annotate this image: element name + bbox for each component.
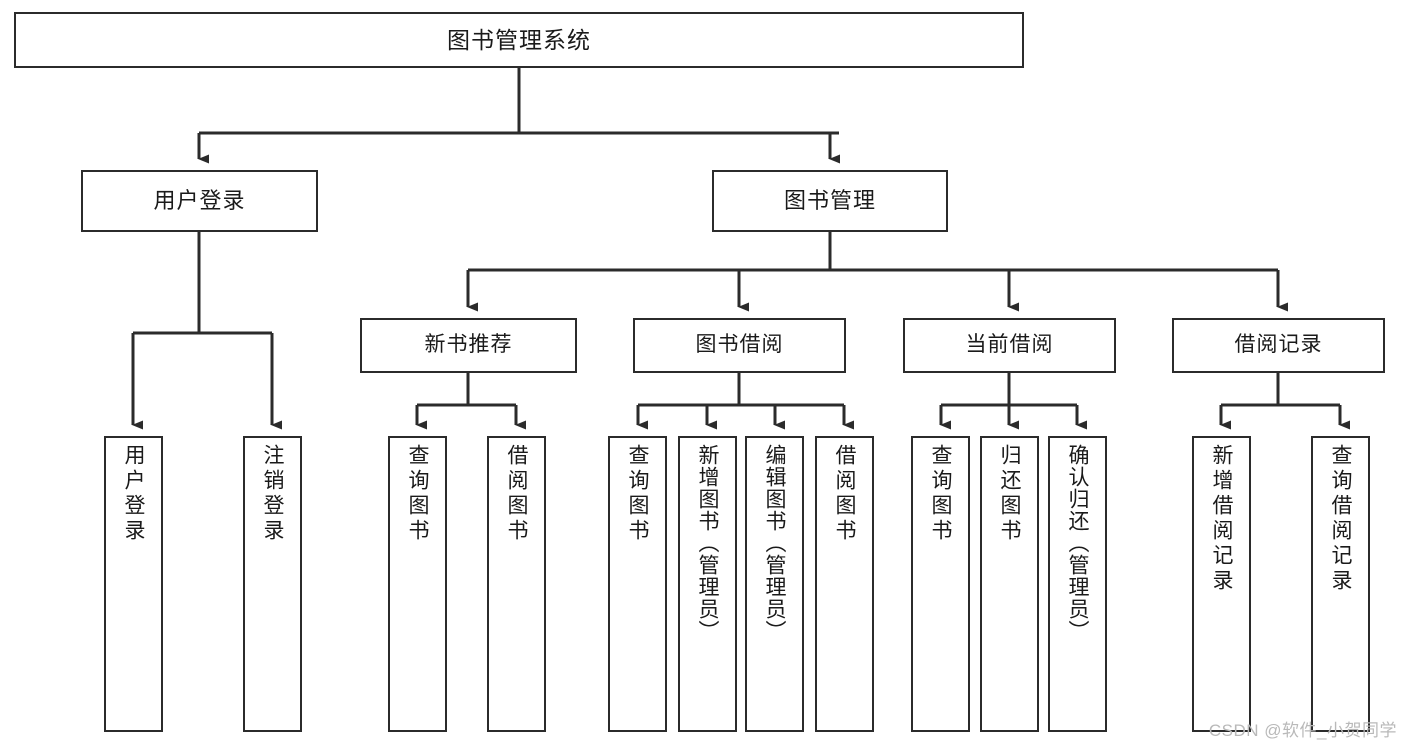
node-label: 用户登录 — [153, 188, 246, 214]
node-label: 图书管理 — [783, 188, 876, 214]
leaf-current-borrow-return[interactable]: 归还图书 — [980, 436, 1039, 732]
node-book-management[interactable]: 图书管理 — [712, 170, 948, 232]
watermark-text: CSDN @软件_小贺同学 — [1208, 721, 1397, 740]
node-label: 查询图书 — [626, 444, 649, 544]
node-label: 借阅记录 — [1234, 333, 1323, 357]
node-label: 查询借阅记录 — [1329, 444, 1352, 594]
node-new-book-recommend[interactable]: 新书推荐 — [360, 318, 577, 373]
node-label: 新书推荐 — [424, 333, 513, 357]
node-label: 图书管理系统 — [447, 26, 591, 53]
node-label: 新增图书（管理员） — [696, 444, 719, 642]
node-label: 确认归还（管理员） — [1066, 444, 1089, 642]
node-label: 注销登录 — [261, 444, 284, 544]
node-label: 编辑图书（管理员） — [763, 444, 786, 642]
leaf-book-borrow-edit[interactable]: 编辑图书（管理员） — [745, 436, 804, 732]
leaf-book-borrow-borrow[interactable]: 借阅图书 — [815, 436, 874, 732]
node-user-login[interactable]: 用户登录 — [81, 170, 318, 232]
node-label: 借阅图书 — [505, 444, 528, 544]
node-book-borrow[interactable]: 图书借阅 — [633, 318, 846, 373]
leaf-user-login-login[interactable]: 用户登录 — [104, 436, 163, 732]
node-borrow-record[interactable]: 借阅记录 — [1172, 318, 1385, 373]
node-root-system[interactable]: 图书管理系统 — [14, 12, 1024, 68]
node-label: 查询图书 — [929, 444, 952, 544]
leaf-borrow-record-query[interactable]: 查询借阅记录 — [1311, 436, 1370, 732]
node-current-borrow[interactable]: 当前借阅 — [903, 318, 1116, 373]
node-label: 用户登录 — [122, 444, 145, 544]
leaf-borrow-record-add[interactable]: 新增借阅记录 — [1192, 436, 1251, 732]
node-label: 归还图书 — [998, 444, 1021, 544]
leaf-book-borrow-query[interactable]: 查询图书 — [608, 436, 667, 732]
node-label: 借阅图书 — [833, 444, 856, 544]
node-label: 查询图书 — [406, 444, 429, 544]
leaf-book-borrow-add[interactable]: 新增图书（管理员） — [678, 436, 737, 732]
leaf-new-book-query[interactable]: 查询图书 — [388, 436, 447, 732]
leaf-current-borrow-query[interactable]: 查询图书 — [911, 436, 970, 732]
leaf-new-book-borrow[interactable]: 借阅图书 — [487, 436, 546, 732]
node-label: 图书借阅 — [695, 333, 784, 357]
leaf-current-borrow-confirm-return[interactable]: 确认归还（管理员） — [1048, 436, 1107, 732]
node-label: 新增借阅记录 — [1210, 444, 1233, 594]
node-label: 当前借阅 — [965, 333, 1054, 357]
leaf-user-login-logout[interactable]: 注销登录 — [243, 436, 302, 732]
